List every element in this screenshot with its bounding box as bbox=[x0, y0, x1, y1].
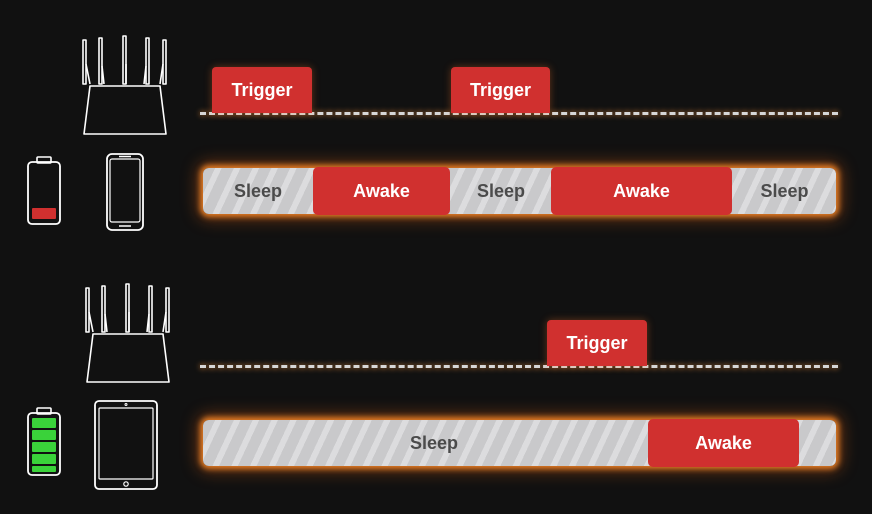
sleep-segment: Sleep bbox=[233, 180, 283, 201]
awake-segment: Awake bbox=[648, 419, 799, 467]
router-icon bbox=[83, 283, 173, 384]
battery-full-icon bbox=[26, 407, 62, 477]
sleep-segment: Sleep bbox=[760, 180, 809, 201]
router-icon bbox=[80, 35, 170, 136]
battery-low-icon bbox=[26, 156, 62, 226]
awake-segment: Awake bbox=[313, 167, 450, 215]
trigger-marker: Trigger bbox=[451, 67, 550, 113]
awake-segment: Awake bbox=[551, 167, 732, 215]
trigger-marker: Trigger bbox=[547, 320, 647, 366]
trigger-marker: Trigger bbox=[212, 67, 312, 113]
power-timeline: Sleep Sleep Sleep bbox=[203, 168, 836, 214]
smartphone-icon bbox=[105, 153, 145, 231]
signal-line bbox=[200, 365, 838, 368]
sleep-segment: Sleep bbox=[409, 432, 459, 453]
signal-line bbox=[200, 112, 838, 115]
tablet-icon bbox=[94, 400, 158, 490]
sleep-segment: Sleep bbox=[476, 180, 526, 201]
